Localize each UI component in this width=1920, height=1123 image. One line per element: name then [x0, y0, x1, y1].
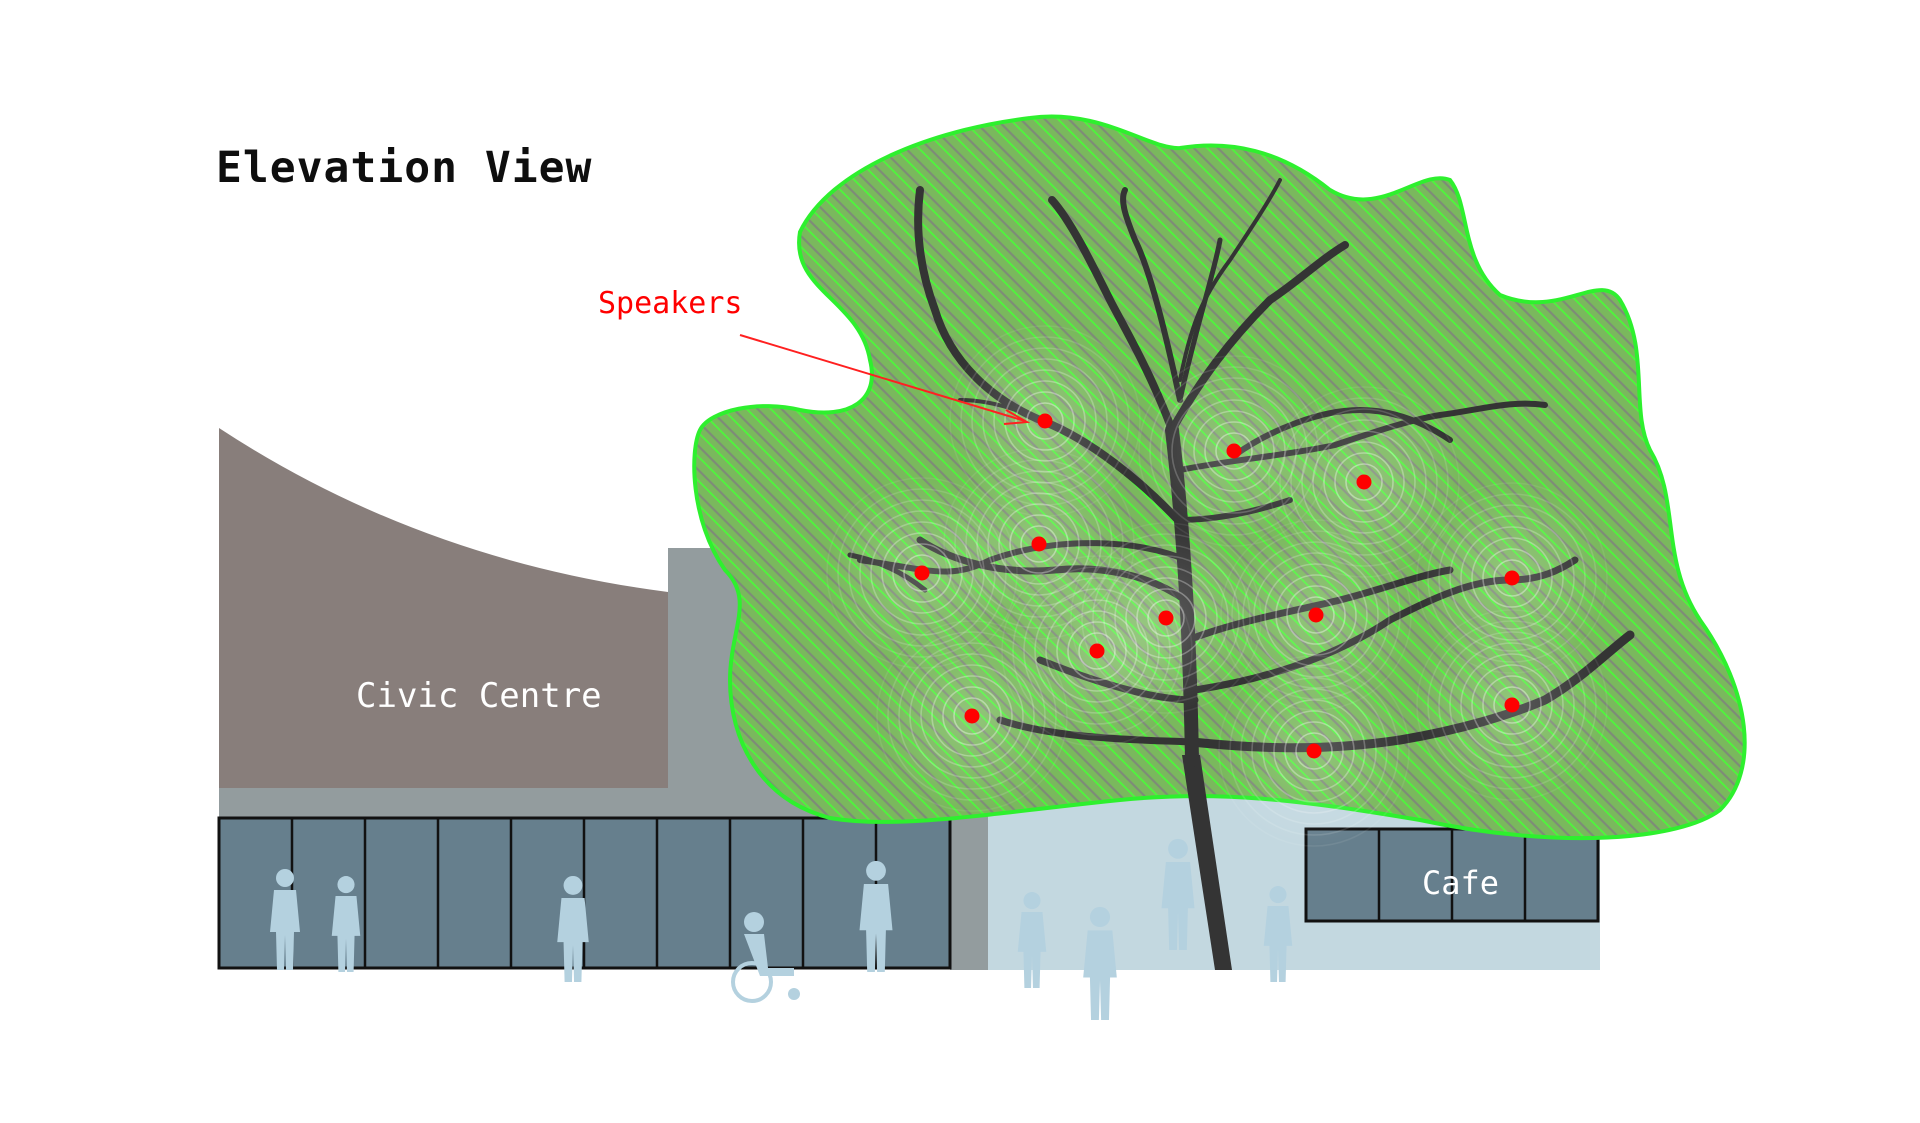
sound-ring [1345, 463, 1383, 501]
sound-ring [1204, 421, 1264, 481]
sound-ring [1493, 686, 1531, 724]
sound-ring [1460, 653, 1564, 757]
sound-ring [1273, 710, 1355, 792]
sound-ring [876, 620, 1068, 812]
speaker-point [1089, 643, 1105, 659]
sound-ring [1284, 721, 1344, 781]
sound-ring [1493, 559, 1531, 597]
speaker-point [1504, 570, 1520, 586]
sound-ring [1251, 688, 1377, 814]
speaker-points [914, 413, 1520, 759]
person-silhouette-icon [270, 869, 300, 970]
sound-ring [1078, 632, 1116, 670]
sound-ring [1215, 432, 1253, 470]
sound-ring [1438, 631, 1586, 779]
speaker-point [1356, 474, 1372, 490]
speaker-point [964, 708, 980, 724]
speaker-point [1308, 607, 1324, 623]
sound-ring [1334, 452, 1394, 512]
sound-ring [1229, 666, 1399, 836]
sound-ring [881, 532, 963, 614]
person-silhouette-icon [1017, 892, 1047, 988]
sound-ring [1482, 675, 1542, 735]
cafe-label: Cafe [1422, 864, 1500, 902]
sound-ring [903, 554, 941, 592]
sound-ring [1471, 664, 1553, 746]
person-silhouette-icon [1263, 886, 1293, 982]
sound-ring [898, 642, 1046, 790]
sound-ring [859, 510, 985, 636]
civic-centre-curved-roof [219, 428, 668, 788]
speaker-point [1504, 697, 1520, 713]
sound-ring [1286, 585, 1346, 645]
sound-ring [920, 664, 1024, 768]
speakers-label: Speakers [598, 286, 743, 321]
civic-glazing [217, 816, 952, 970]
sound-ring [1193, 410, 1275, 492]
sound-ring [1297, 596, 1335, 634]
sound-ring [887, 631, 1057, 801]
speaker-point [1037, 413, 1053, 429]
page-title: Elevation View [216, 143, 593, 193]
wheelchair-user-icon [731, 912, 800, 1003]
speaker-point [1031, 536, 1047, 552]
sound-ring [1482, 548, 1542, 608]
sound-ring [1056, 610, 1138, 692]
sound-ring [931, 675, 1013, 757]
sound-ring [1218, 655, 1410, 847]
sound-ring [1067, 621, 1127, 681]
civic-centre-building [219, 428, 668, 788]
speaker-point [1306, 743, 1322, 759]
sound-ring [870, 521, 974, 625]
sound-ring [909, 653, 1035, 779]
civic-centre-label: Civic Centre [356, 676, 602, 716]
sound-ring [1240, 677, 1388, 825]
sound-ring [1323, 441, 1405, 523]
sound-ring [892, 543, 952, 603]
tree-trunk [1182, 755, 1232, 970]
sound-ring [953, 697, 991, 735]
sound-ring [1262, 699, 1366, 803]
speaker-point [914, 565, 930, 581]
sound-ring [1416, 609, 1608, 801]
sound-ring [942, 686, 1002, 746]
sound-ring [1020, 525, 1058, 563]
person-silhouette-icon [331, 876, 361, 972]
speaker-point [1226, 443, 1242, 459]
sound-ring [1312, 430, 1416, 534]
person-silhouette-icon [859, 860, 893, 972]
person-silhouette-icon [557, 875, 589, 982]
speaker-point [1158, 610, 1174, 626]
sound-ring [1275, 574, 1357, 656]
person-silhouette-icon [1083, 906, 1117, 1020]
sound-ring [1427, 620, 1597, 790]
speakers-leader-arrow [739, 334, 1031, 425]
people-group [270, 838, 1293, 1020]
person-silhouette-icon [1161, 838, 1195, 950]
sound-ring [1295, 732, 1333, 770]
cafe-glazing [1304, 827, 1600, 923]
sound-ring [1045, 599, 1149, 703]
sound-ring [1449, 642, 1575, 768]
